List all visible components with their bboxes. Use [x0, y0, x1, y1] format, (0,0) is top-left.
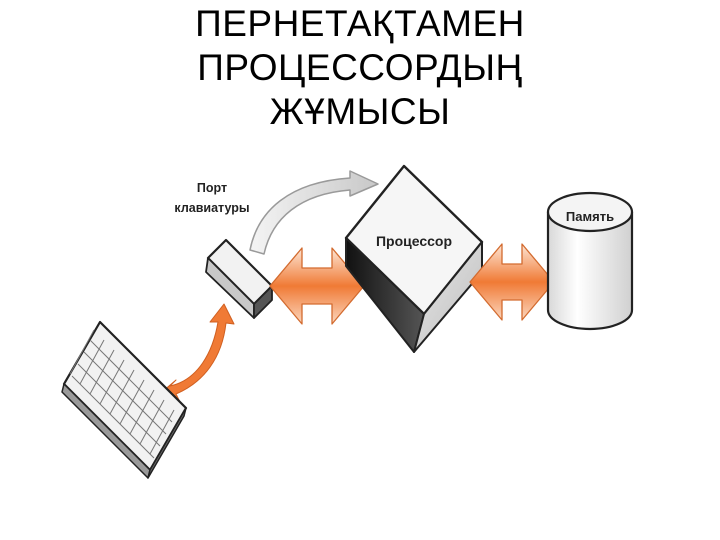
keyboard-keys: [69, 329, 175, 459]
gray-curved-arrow: [249, 170, 379, 255]
title-line-3: ЖҰМЫСЫ: [269, 91, 451, 132]
port-label-line-2: клавиатуры: [174, 201, 249, 215]
keyboard-icon: [61, 320, 188, 479]
slide-title: ПЕРНЕТАҚТАМЕН ПРОЦЕССОРДЫҢ ЖҰМЫСЫ: [0, 2, 720, 134]
memory-label: Память: [566, 209, 614, 224]
processor-icon: [344, 164, 484, 353]
port-label-line-1: Порт: [197, 181, 227, 195]
memory-cylinder-icon: [546, 191, 634, 331]
processor-label: Процессор: [376, 233, 452, 249]
orange-curved-arrow: [161, 303, 235, 403]
title-line-2: ПРОЦЕССОРДЫҢ: [197, 47, 523, 88]
keyboard-port-icon: [205, 238, 274, 319]
title-line-1: ПЕРНЕТАҚТАМЕН: [195, 3, 525, 44]
